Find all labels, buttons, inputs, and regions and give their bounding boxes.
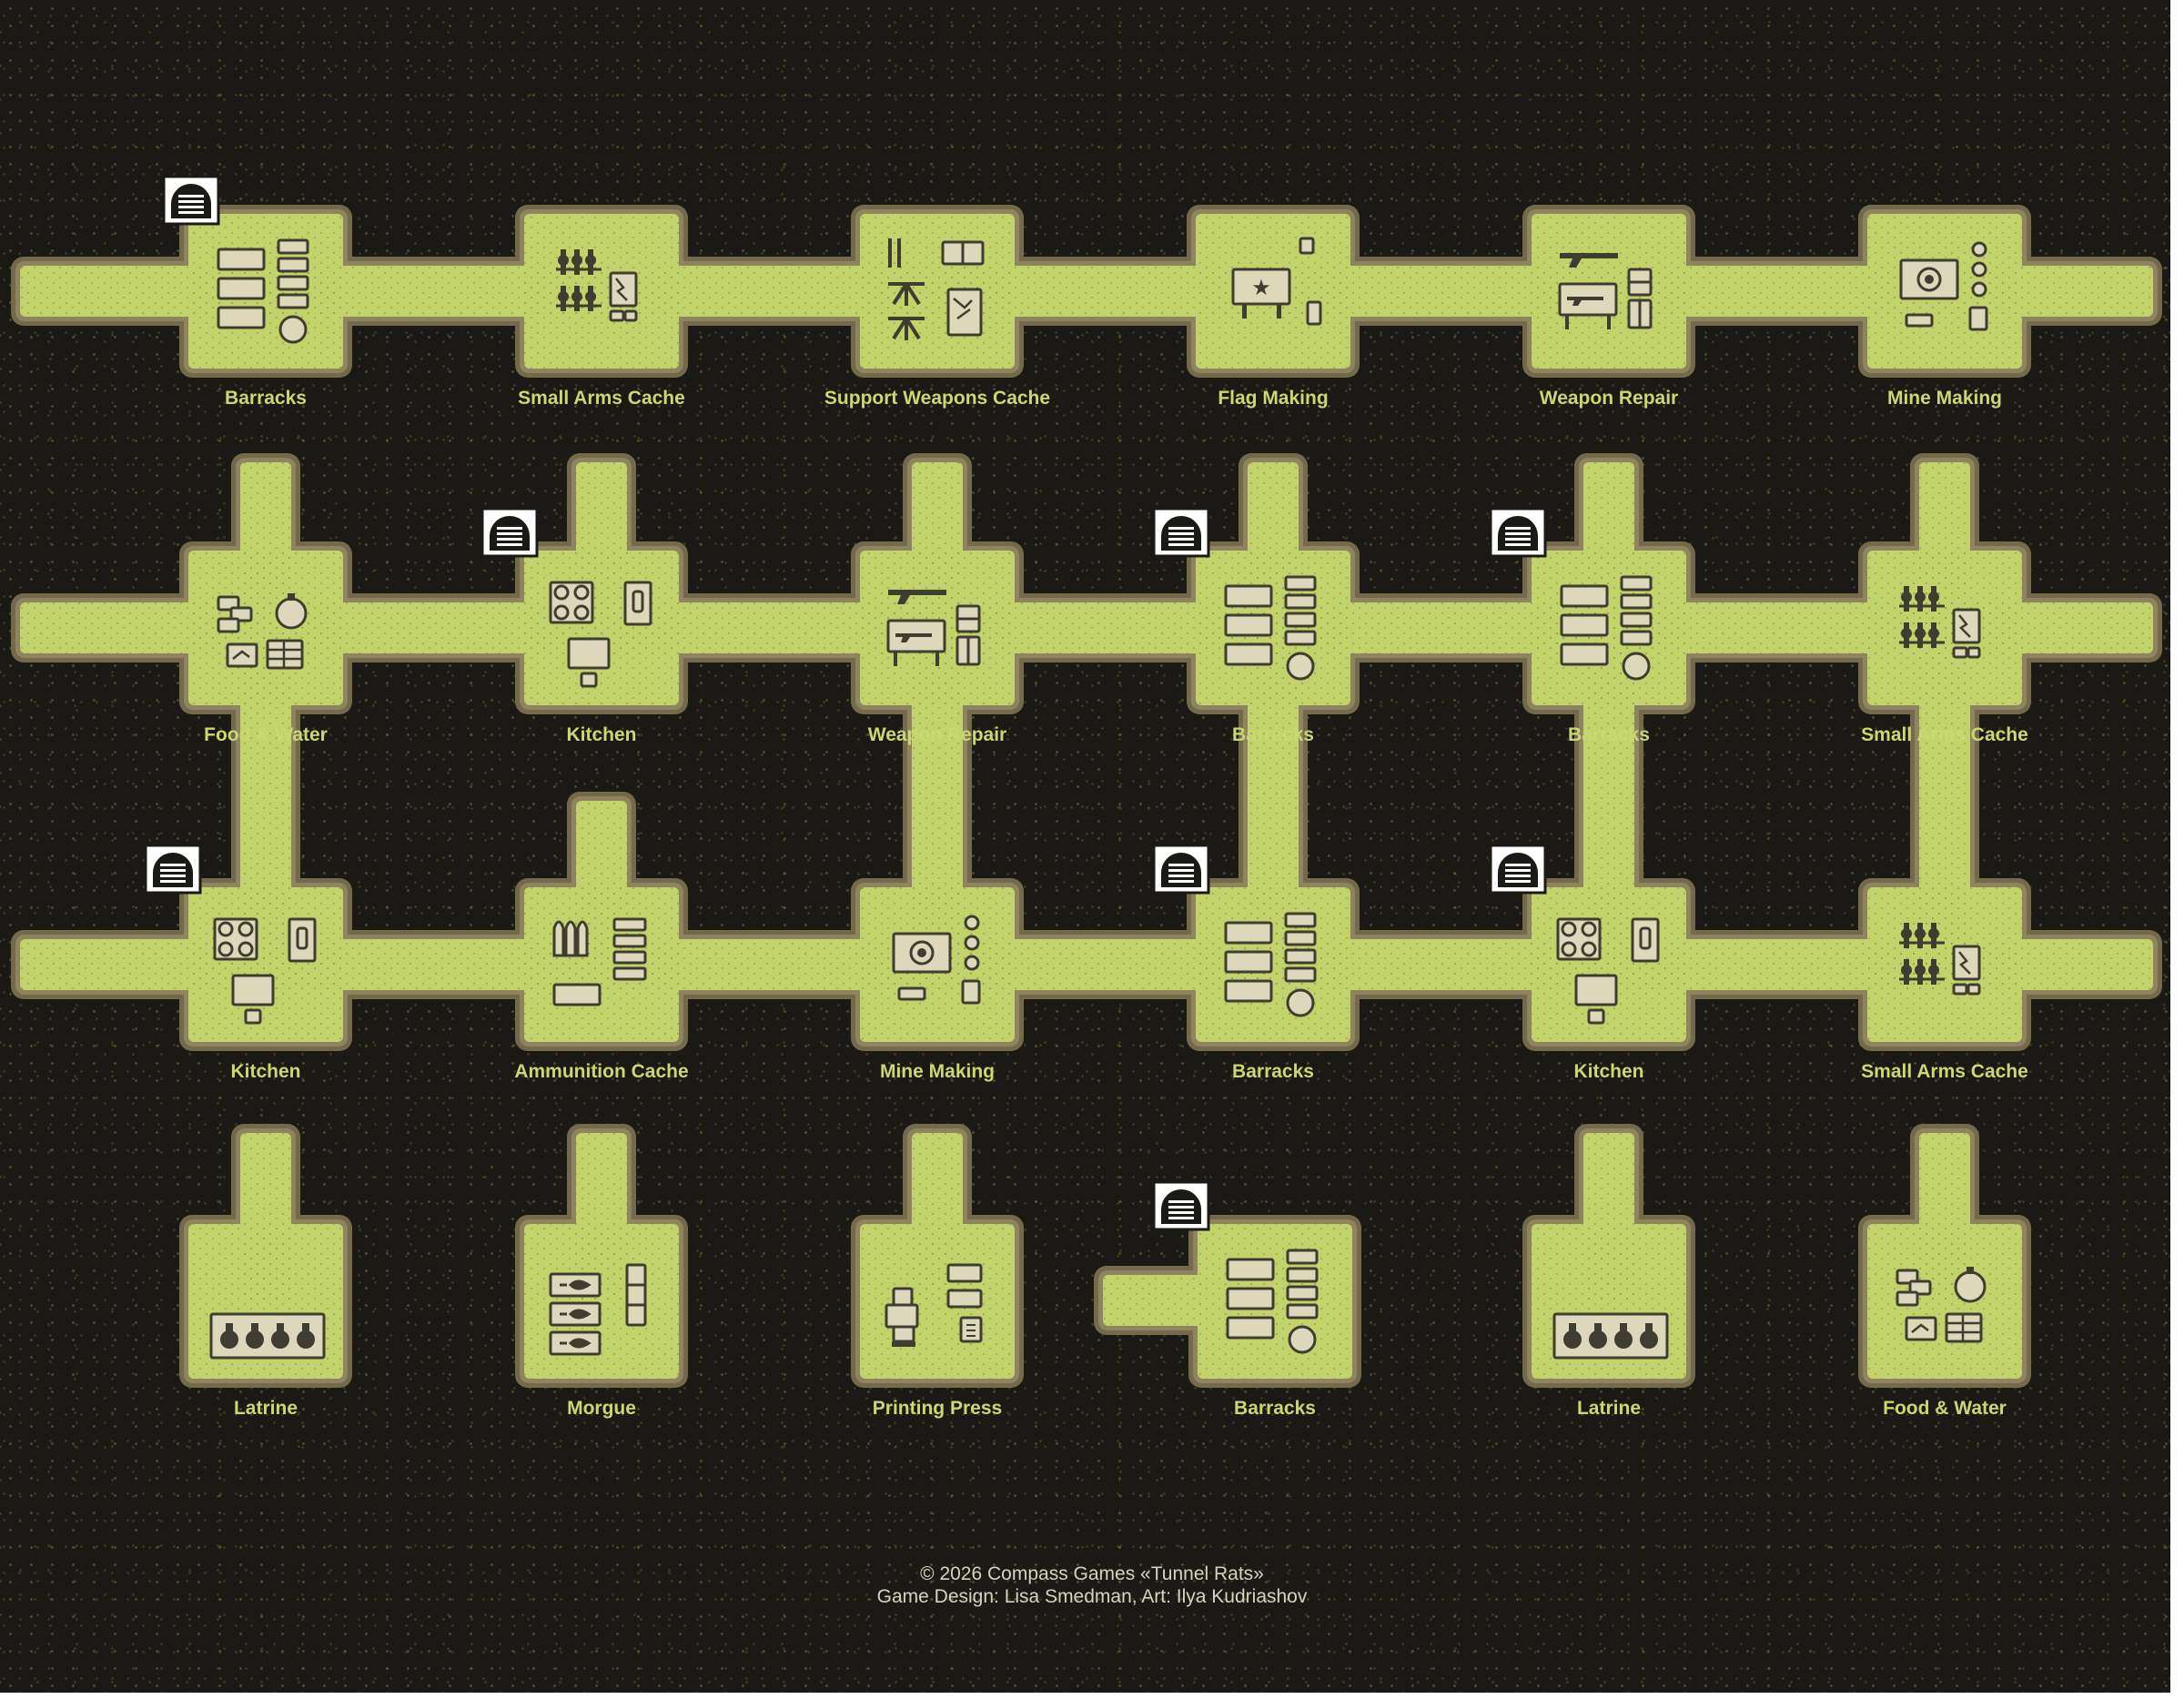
room-label: Barracks [1232, 1061, 1314, 1082]
tunnel-entrance-icon[interactable] [1489, 507, 1547, 558]
floor-texture [1198, 1224, 1352, 1379]
flag-making-icon: ★ [1231, 237, 1322, 326]
tunnel-entrance-icon[interactable] [1152, 507, 1210, 558]
room-label: Small Arms Cache [1861, 1061, 2028, 1082]
latrine-icon [209, 1312, 326, 1360]
room-label: Morgue [567, 1398, 636, 1419]
entrances [144, 175, 1547, 1231]
tunnel-entrance-icon[interactable] [144, 844, 202, 895]
floor-texture [576, 1133, 627, 1301]
barracks-icon [1560, 575, 1653, 681]
tunnel-border [11, 205, 2162, 1388]
room-label: Latrine [234, 1398, 298, 1419]
room-label: Kitchen [230, 1061, 300, 1082]
floor-texture [1919, 462, 1970, 628]
floor-texture [240, 462, 291, 628]
tunnel-entrance-icon[interactable] [162, 175, 220, 226]
kitchen-icon [549, 581, 652, 688]
latrine-icon [1552, 1312, 1669, 1360]
floor-texture [20, 266, 2153, 317]
floor-texture [1919, 1133, 1970, 1301]
floor-texture [20, 939, 2153, 990]
floor-texture [1103, 1275, 1203, 1326]
room-label: Kitchen [566, 724, 636, 745]
mine-making-icon [1899, 241, 1988, 331]
mine-making-icon [892, 915, 981, 1005]
floor-texture [912, 462, 963, 628]
tunnel-entrance-icon[interactable] [1489, 844, 1547, 895]
barracks-icon [1224, 912, 1317, 1017]
weapon-repair-icon [1558, 253, 1653, 329]
floor-texture [912, 628, 963, 965]
small-arms-icon [1899, 923, 1981, 996]
small-arms-icon [556, 249, 638, 322]
tunnel-floor [20, 214, 2153, 1379]
floor-texture [240, 1133, 291, 1301]
barracks-icon [1226, 1249, 1319, 1354]
floor-texture [912, 1133, 963, 1301]
room-label: Barracks [225, 388, 307, 409]
food-water-icon [1896, 1267, 1987, 1343]
floor-texture [20, 602, 2153, 653]
room-label: Kitchen [1573, 1061, 1643, 1082]
floor-texture [1583, 1133, 1634, 1301]
food-water-icon [217, 593, 308, 670]
printing-press-icon [885, 1263, 983, 1347]
small-arms-icon [1899, 586, 1981, 659]
tunnel-entrance-icon[interactable] [1152, 844, 1210, 895]
floor-texture [1919, 628, 1970, 965]
room-label: Barracks [1234, 1398, 1316, 1419]
tunnel-entrance-icon[interactable] [1152, 1180, 1210, 1231]
copyright-line: © 2026 Compass Games «Tunnel Rats» [920, 1563, 1264, 1584]
room-label: Flag Making [1218, 388, 1328, 409]
design-credits-line: Game Design: Lisa Smedman, Art: Ilya Kud… [876, 1586, 1308, 1607]
floor-texture [240, 628, 291, 965]
room-label: Support Weapons Cache [824, 388, 1050, 409]
kitchen-icon [1556, 917, 1660, 1025]
room-label: Barracks [1232, 724, 1314, 745]
room-icons: ★ [209, 237, 1988, 1360]
svg-text:★: ★ [1251, 275, 1271, 300]
kitchen-icon [213, 917, 317, 1025]
morgue-icon [549, 1263, 647, 1356]
room-label: Food & Water [1883, 1398, 2007, 1419]
room-label: Printing Press [873, 1398, 1002, 1419]
room-label: Weapon Repair [1540, 388, 1678, 409]
room-label: Weapon Repair [868, 724, 1006, 745]
room-label: Food & Water [204, 724, 328, 745]
room-label: Mine Making [880, 1061, 995, 1082]
weapon-repair-icon [886, 590, 981, 666]
barracks-icon [1224, 575, 1317, 681]
ammunition-icon [552, 917, 647, 1006]
floor-texture [1583, 628, 1634, 965]
room-label: Small Arms Cache [1861, 724, 2028, 745]
tunnel-entrance-icon[interactable] [480, 507, 539, 558]
room-label: Ammunition Cache [514, 1061, 688, 1082]
room-label: Mine Making [1887, 388, 2002, 409]
room-label: Barracks [1568, 724, 1650, 745]
floor-texture [1248, 628, 1299, 965]
room-label: Latrine [1577, 1398, 1641, 1419]
barracks-icon [217, 238, 309, 344]
room-label: Small Arms Cache [518, 388, 685, 409]
support-weapons-icon [888, 238, 985, 340]
tunnel-wall [15, 209, 2158, 1383]
